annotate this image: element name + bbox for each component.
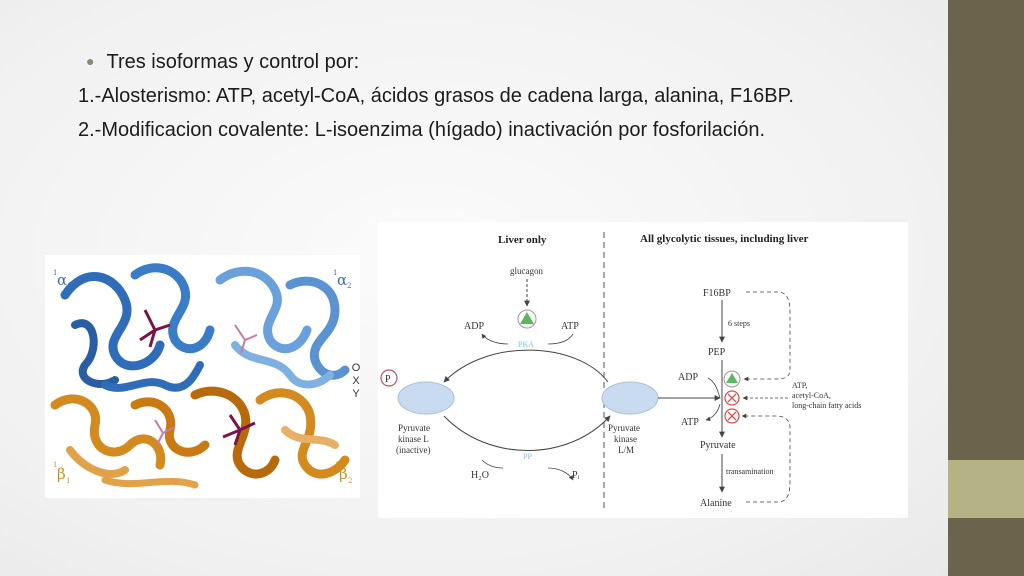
- inhibitor-acetylcoa-label: acetyl-CoA,: [792, 391, 831, 400]
- beta2-superscript: 1: [335, 461, 339, 469]
- phosphate-label: P: [385, 374, 391, 385]
- atp-label-right: ATP: [681, 417, 699, 428]
- pyruvate-kinase-active: [601, 381, 659, 415]
- beta2-label: β: [339, 465, 348, 483]
- glucagon-label: glucagon: [510, 266, 543, 276]
- phosphorylation-arrow: [443, 349, 609, 383]
- adp-label-right: ADP: [678, 372, 698, 383]
- alpha2-superscript: 1: [333, 269, 337, 277]
- beta1-subscript: 1: [66, 477, 70, 485]
- bullet-item: ● Tres isoformas y control por:: [78, 44, 938, 79]
- liver-only-heading: Liver only: [498, 234, 547, 246]
- pk-active-line2: kinase: [614, 434, 637, 444]
- sidebar-accent-band: [948, 460, 1024, 518]
- alpha2-subscript: 2: [347, 282, 351, 290]
- all-tissues-heading: All glycolytic tissues, including liver: [640, 233, 808, 245]
- oxy-letter: O: [351, 362, 361, 374]
- alpha1-subscript: 1: [67, 282, 71, 290]
- inhibitor-x-icon: [724, 408, 740, 424]
- pep-label: PEP: [708, 347, 726, 358]
- bullet-icon: ●: [86, 53, 95, 69]
- pyruvate-label: Pyruvate: [700, 440, 736, 451]
- covalent-modification-line: 2.-Modificacion covalente: L-isoenzima (…: [78, 119, 766, 141]
- pk-inactive-line1: Pyruvate: [398, 423, 430, 433]
- bullet-text: Tres isoformas y control por:: [106, 51, 360, 73]
- pyruvate-kinase-inactive: [397, 381, 455, 415]
- alpha2-label: α: [337, 271, 347, 289]
- water-label: H₂O: [471, 470, 489, 481]
- adp-label-left: ADP: [464, 321, 484, 332]
- oxy-letter: X: [352, 375, 360, 387]
- activation-triangle-icon: [726, 373, 738, 383]
- pk-active-line3: L/M: [618, 445, 634, 455]
- pk-inactive-line2: kinase L: [398, 434, 429, 444]
- dephosphorylation-arrow: [443, 415, 611, 451]
- beta2-subscript: 2: [348, 477, 352, 485]
- inhibitor-atp-label: ATP,: [792, 381, 807, 390]
- pyruvate-kinase-regulation-diagram: Liver only All glycolytic tissues, inclu…: [378, 222, 908, 518]
- oxy-letter: Y: [352, 388, 360, 400]
- allosterism-line: 1.-Alosterismo: ATP, acetyl-CoA, ácidos …: [78, 85, 794, 107]
- six-steps-label: 6 steps: [728, 319, 750, 328]
- activation-triangle-icon: [520, 312, 534, 324]
- atp-label-left: ATP: [561, 321, 579, 332]
- phosphate-released-label: Pᵢ: [572, 470, 580, 481]
- alanine-label: Alanine: [700, 498, 732, 509]
- feedforward-activation-path: [743, 291, 791, 382]
- beta1-superscript: 1: [53, 461, 57, 469]
- slide-text: ● Tres isoformas y control por: 1.-Aloste…: [78, 44, 938, 147]
- oxy-label: O X Y: [351, 362, 361, 401]
- alanine-inhibition-path: [741, 413, 791, 503]
- inhibitor-fatty-acids-label: long-chain fatty acids: [792, 401, 861, 410]
- transamination-label: transamination: [726, 467, 774, 476]
- f16bp-label: F16BP: [703, 288, 731, 299]
- phosphate-icon: [380, 369, 398, 387]
- inhibitor-x-icon: [724, 390, 740, 406]
- alpha1-label: α: [57, 271, 67, 289]
- pk-active-line1: Pyruvate: [608, 423, 640, 433]
- pk-inactive-line3: (inactive): [396, 445, 430, 455]
- pp-label: PP: [523, 452, 532, 461]
- pka-label: PKA: [518, 340, 534, 349]
- beta1-label: β: [57, 465, 66, 483]
- hemoglobin-structure-image: 1 α 1 1 α 2 1 β 1 1 β 2: [45, 255, 360, 498]
- alpha1-superscript: 1: [53, 269, 57, 277]
